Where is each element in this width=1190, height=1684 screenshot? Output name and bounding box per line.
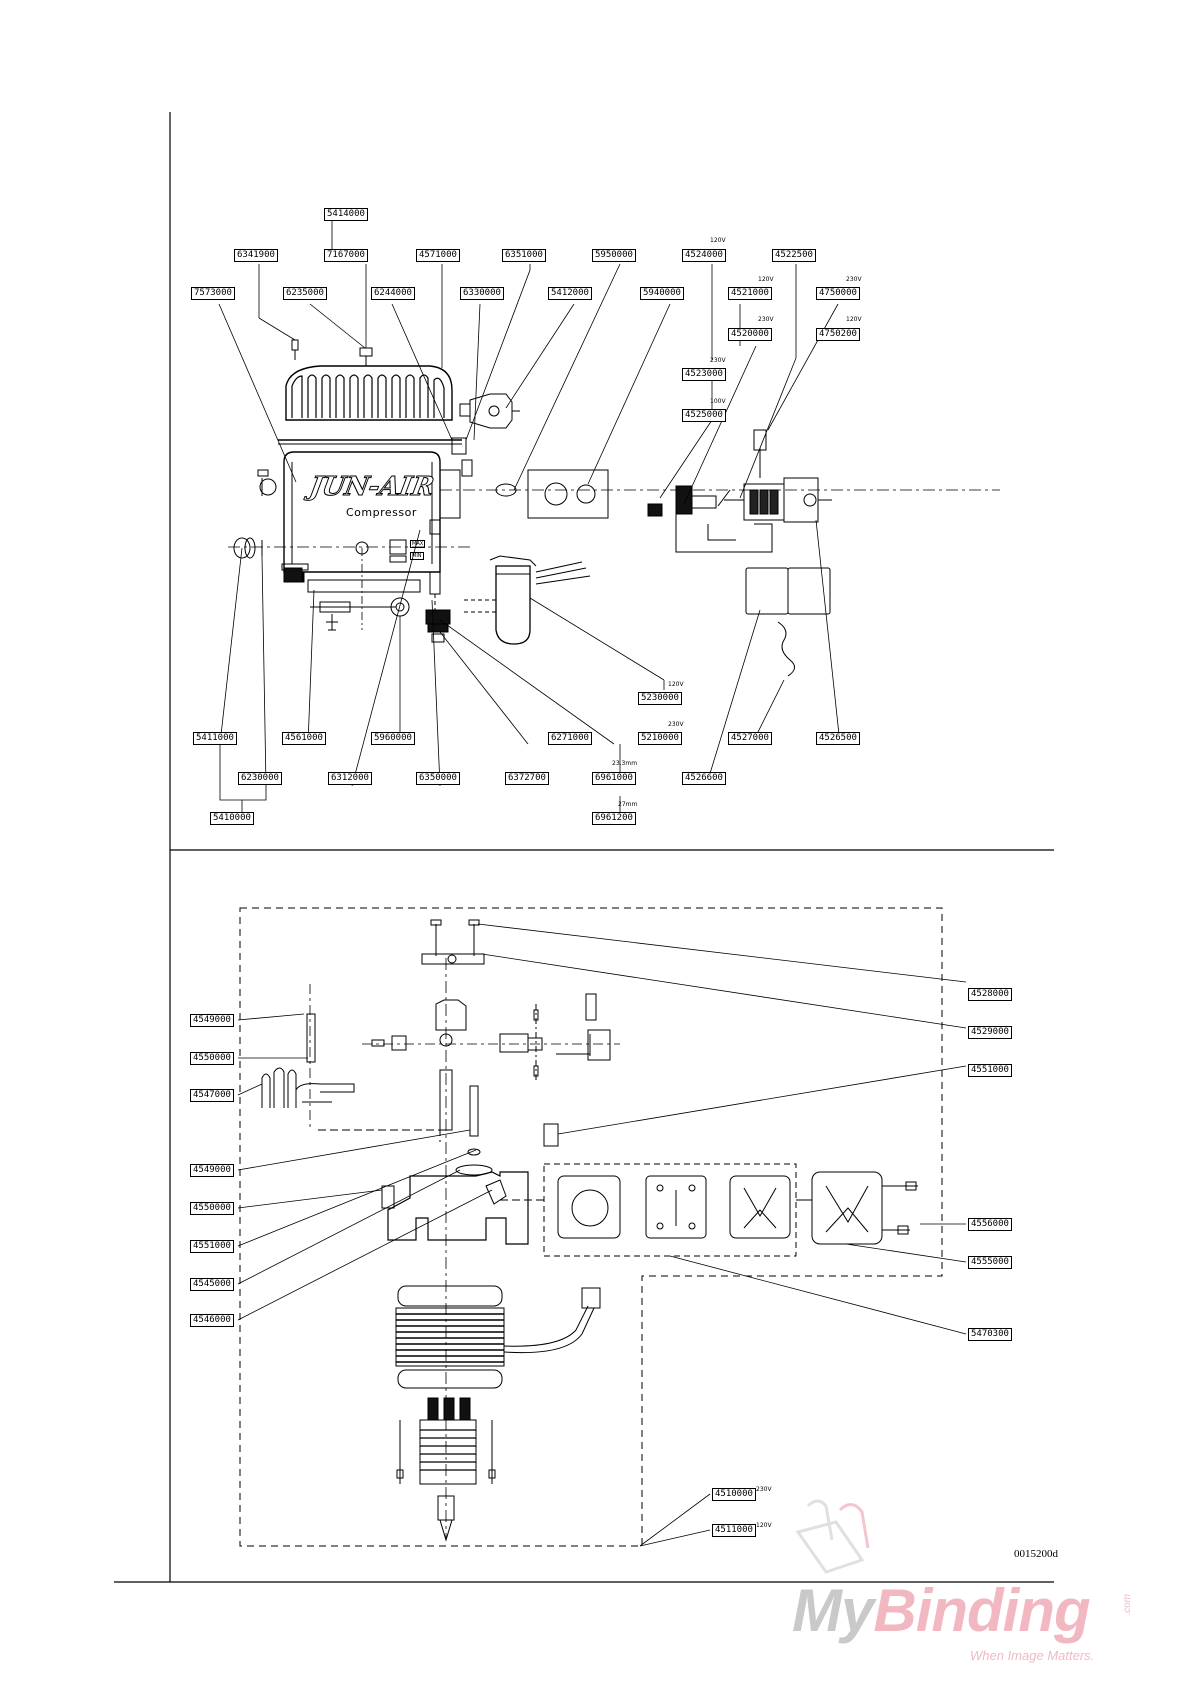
part-label-4523000: 4523000: [682, 368, 726, 381]
part-label-4524000: 4524000: [682, 249, 726, 262]
voltage-note-4523000: 230V: [710, 357, 726, 364]
leader-lines-bottom: [237, 923, 967, 1547]
part-label-4549000-upper: 4549000: [190, 1014, 234, 1027]
compressor-brand-logo: JUN-AIR: [307, 472, 437, 503]
part-label-4527000: 4527000: [728, 732, 772, 745]
part-label-4522500: 4522500: [772, 249, 816, 262]
watermark-binding: Binding: [873, 1577, 1090, 1644]
part-label-4545000: 4545000: [190, 1278, 234, 1291]
part-label-6351000: 6351000: [502, 249, 546, 262]
part-label-4571000: 4571000: [416, 249, 460, 262]
voltage-note-4750000: 230V: [846, 276, 862, 283]
part-label-6961000: 6961000: [592, 772, 636, 785]
part-label-7573000: 7573000: [191, 287, 235, 300]
watermark-tagline: When Image Matters.: [970, 1648, 1095, 1663]
watermark-logo-icon: [795, 1499, 870, 1574]
part-label-4511000: 4511000: [712, 1524, 756, 1537]
compressor-model-label: Compressor: [346, 506, 417, 519]
voltage-note-4521000: 120V: [758, 276, 774, 283]
part-label-6341900: 6341900: [234, 249, 278, 262]
part-label-4549000-lower: 4549000: [190, 1164, 234, 1177]
voltage-note-4520000: 230V: [758, 316, 774, 323]
voltage-note-4525000: 100V: [710, 398, 726, 405]
mybinding-watermark: MyBinding .com When Image Matters.: [792, 1502, 1162, 1663]
leader-lines-top: [218, 214, 841, 816]
watermark-com: .com: [1122, 1594, 1133, 1616]
part-label-5410000: 5410000: [210, 812, 254, 825]
part-label-4521000: 4521000: [728, 287, 772, 300]
voltage-note-4524000: 120V: [710, 237, 726, 244]
size-note-6961200: 27mm: [618, 801, 638, 808]
size-note-6961000: 23.3mm: [612, 760, 638, 767]
part-label-7167000: 7167000: [324, 249, 368, 262]
part-label-5470300: 5470300: [968, 1328, 1012, 1341]
part-label-4525000: 4525000: [682, 409, 726, 422]
watermark-my: My: [792, 1577, 874, 1644]
part-label-6961200: 6961200: [592, 812, 636, 825]
part-label-4750000: 4750000: [816, 287, 860, 300]
min-label: MIN: [410, 552, 424, 560]
part-label-5412000: 5412000: [548, 287, 592, 300]
voltage-note-5210000: 230V: [668, 721, 684, 728]
compressor-exploded-view: [228, 339, 1000, 677]
part-label-4526500: 4526500: [816, 732, 860, 745]
part-label-5230000: 5230000: [638, 692, 682, 705]
part-label-4550000-lower: 4550000: [190, 1202, 234, 1215]
motor-exploded-view: [239, 907, 943, 1547]
document-id: 0015200d: [1014, 1548, 1058, 1560]
part-label-4551000-lower: 4551000: [190, 1240, 234, 1253]
frame-lines: [114, 112, 1054, 1583]
part-label-4520000: 4520000: [728, 328, 772, 341]
watermark-wordmark: MyBinding: [792, 1576, 1091, 1645]
part-label-4556000: 4556000: [968, 1218, 1012, 1231]
part-label-6244000: 6244000: [371, 287, 415, 300]
voltage-note-4510000: 230V: [756, 1486, 772, 1493]
part-label-4551000-upper: 4551000: [968, 1064, 1012, 1077]
part-label-5960000: 5960000: [371, 732, 415, 745]
part-label-4561000: 4561000: [282, 732, 326, 745]
part-label-6350000: 6350000: [416, 772, 460, 785]
part-label-4528000: 4528000: [968, 988, 1012, 1001]
part-label-4529000: 4529000: [968, 1026, 1012, 1039]
voltage-note-5230000: 120V: [668, 681, 684, 688]
part-label-4526600: 4526600: [682, 772, 726, 785]
part-label-6271000: 6271000: [548, 732, 592, 745]
voltage-note-4750200: 120V: [846, 316, 862, 323]
part-label-4546000: 4546000: [190, 1314, 234, 1327]
voltage-note-4511000: 120V: [756, 1522, 772, 1529]
part-label-4510000: 4510000: [712, 1488, 756, 1501]
part-label-6330000: 6330000: [460, 287, 504, 300]
part-label-5950000: 5950000: [592, 249, 636, 262]
part-label-5940000: 5940000: [640, 287, 684, 300]
part-label-6372700: 6372700: [505, 772, 549, 785]
part-label-6312000: 6312000: [328, 772, 372, 785]
part-label-4750200: 4750200: [816, 328, 860, 341]
part-label-4555000: 4555000: [968, 1256, 1012, 1269]
part-label-5210000: 5210000: [638, 732, 682, 745]
part-label-6230000: 6230000: [238, 772, 282, 785]
part-label-5411000: 5411000: [193, 732, 237, 745]
part-label-5414000: 5414000: [324, 208, 368, 221]
part-label-6235000: 6235000: [283, 287, 327, 300]
max-label: MAX: [410, 540, 426, 548]
part-label-4547000: 4547000: [190, 1089, 234, 1102]
part-label-4550000-upper: 4550000: [190, 1052, 234, 1065]
